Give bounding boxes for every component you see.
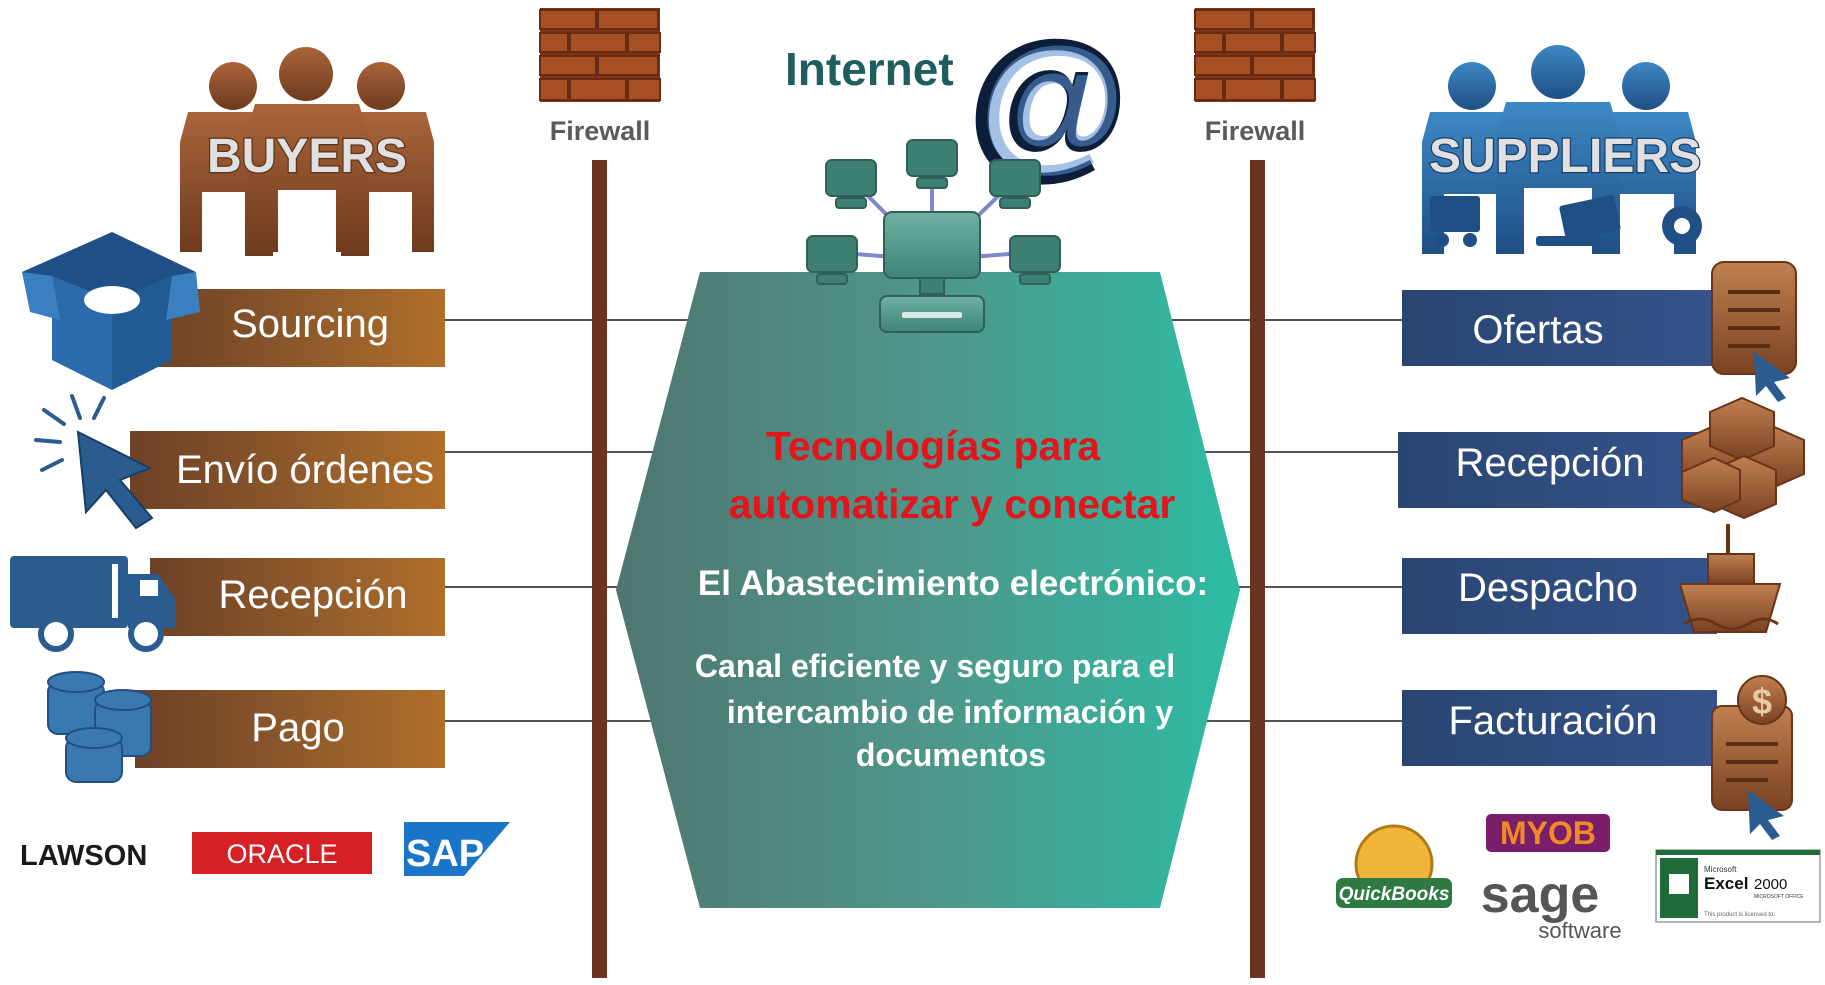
buyer-step-bar <box>135 690 445 768</box>
supplier-step-bar <box>1402 690 1717 766</box>
oracle-logo: ORACLE <box>192 832 372 874</box>
center-hexagon <box>616 272 1240 908</box>
lawson-logo: LAWSON <box>20 840 147 872</box>
coin-stacks-icon <box>47 671 152 783</box>
buyer-steps <box>130 289 445 768</box>
firewall-line-right <box>1250 160 1265 978</box>
svg-text:@: @ <box>979 16 1125 184</box>
suppliers-people-icon <box>1422 45 1696 254</box>
buyers-heading: BUYERS <box>207 130 407 183</box>
supplier-step-label: Despacho <box>1458 566 1638 610</box>
center-headline-line-2: automatizar y conectar <box>729 481 1176 527</box>
buyer-step-bar <box>150 558 445 636</box>
quickbooks-logo-text: QuickBooks <box>1339 884 1450 905</box>
supplier-steps <box>1398 290 1717 766</box>
firewall-label-left: Firewall <box>550 116 651 146</box>
buyer-step-label: Pago <box>251 706 344 750</box>
excel-brand-text: Microsoft <box>1704 865 1737 874</box>
brick-wall-icon <box>539 8 661 102</box>
quickbooks-logo: QuickBooks <box>1336 824 1452 908</box>
excel-2000-logo: Microsoft Excel 2000 MICROSOFT OFFICE Th… <box>1655 849 1821 923</box>
invoice-dollar-icon: $ <box>1711 675 1793 840</box>
buyer-step-label: Recepción <box>218 573 407 617</box>
supplier-step-bar <box>1402 290 1717 366</box>
internet-title: Internet <box>785 43 954 95</box>
sage-logo: sage software <box>1481 866 1622 943</box>
myob-logo: MYOB <box>1486 814 1610 852</box>
sap-logo: SAP <box>404 822 510 876</box>
supplier-step-label: Ofertas <box>1472 308 1603 352</box>
firewall-line-left <box>592 160 607 978</box>
connector-lines <box>444 319 1402 722</box>
buyer-step-label: Envío órdenes <box>176 448 434 492</box>
svg-text:$: $ <box>1752 681 1772 722</box>
center-headline-line-1: Tecnologías para <box>766 423 1101 469</box>
supplier-step-bar <box>1402 558 1717 634</box>
center-body-line-1: Canal eficiente y seguro para el <box>695 648 1175 684</box>
firewall-label-right: Firewall <box>1205 116 1306 146</box>
excel-license-text: This product is licensed to: <box>1704 912 1775 918</box>
brick-wall-icon <box>1194 8 1316 102</box>
center-subheading: El Abastecimiento electrónico: <box>698 564 1208 603</box>
network-computers-icon <box>806 139 1061 333</box>
buyer-step-label: Sourcing <box>231 302 389 346</box>
supply-chain-icons <box>1430 195 1702 247</box>
sap-logo-text: SAP <box>406 833 484 875</box>
supplier-step-label: Recepción <box>1455 441 1644 485</box>
oracle-logo-text: ORACLE <box>226 839 337 869</box>
excel-name-text: Excel <box>1704 874 1748 893</box>
stacked-boxes-icon <box>1681 396 1805 520</box>
center-body-line-3: documentos <box>856 737 1046 773</box>
buyers-people-icon <box>180 47 434 256</box>
cargo-ship-icon <box>1678 524 1782 633</box>
open-box-icon <box>22 232 200 390</box>
center-body-line-2: intercambio de información y <box>727 694 1174 730</box>
suppliers-heading: SUPPLIERS <box>1429 130 1701 183</box>
document-list-icon <box>1711 261 1797 402</box>
excel-office-text: MICROSOFT OFFICE <box>1754 894 1804 900</box>
buyer-step-bar <box>130 431 445 509</box>
sage-logo-subtext: software <box>1538 918 1621 943</box>
center-text: Tecnologías para automatizar y conectar … <box>695 423 1208 773</box>
cursor-click-icon <box>34 394 154 530</box>
delivery-truck-icon <box>10 556 176 652</box>
excel-version-text: 2000 <box>1754 876 1787 893</box>
supplier-step-label: Facturación <box>1449 699 1658 743</box>
sage-logo-text: sage <box>1481 866 1600 924</box>
myob-logo-text: MYOB <box>1500 815 1596 851</box>
supplier-step-bar <box>1398 432 1713 508</box>
